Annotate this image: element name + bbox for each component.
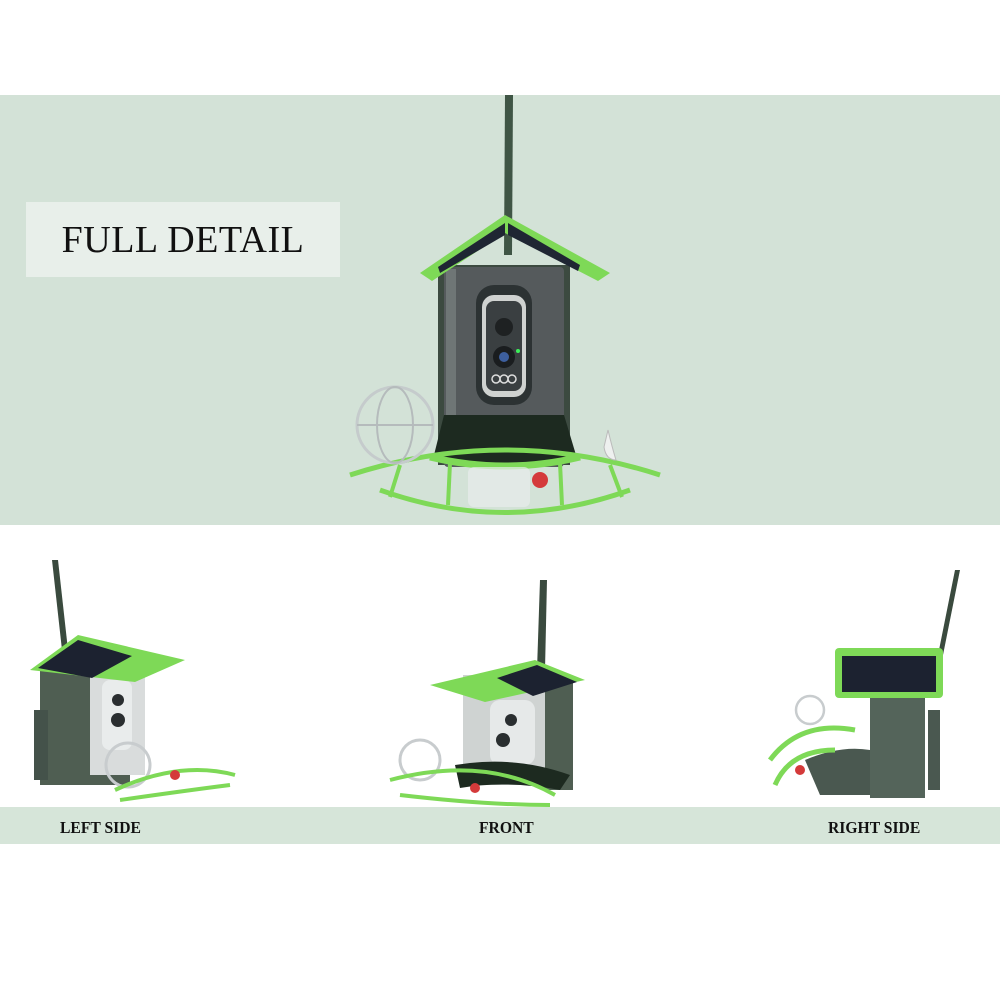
view-label-right-side: RIGHT SIDE <box>828 818 921 837</box>
product-image-left-side <box>30 560 236 802</box>
product-image-main <box>349 95 661 515</box>
title-badge: FULL DETAIL <box>26 202 340 277</box>
view-label-bar <box>0 807 1000 844</box>
product-image-front <box>389 580 585 807</box>
view-label-left-side: LEFT SIDE <box>60 818 141 837</box>
product-image-right-side <box>768 570 960 798</box>
view-label-front: FRONT <box>479 818 534 837</box>
page-title: FULL DETAIL <box>61 218 305 261</box>
